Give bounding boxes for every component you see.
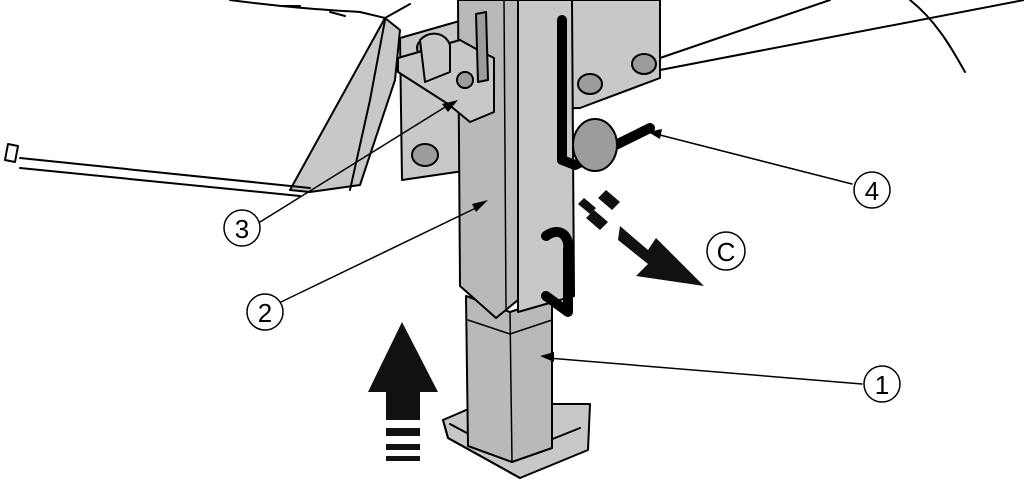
bolt-icon (631, 53, 657, 75)
inner-support-tube (465, 295, 553, 463)
callout-1-label: 1 (875, 370, 889, 400)
callout-4: 4 (853, 171, 891, 209)
callout-4-label: 4 (865, 176, 879, 206)
locking-pin (397, 11, 495, 123)
callout-1: 1 (863, 365, 901, 403)
callout-c-label: C (717, 237, 736, 267)
lift-arrow-icon (368, 322, 438, 461)
callout-3: 3 (223, 209, 261, 247)
crank-handle (541, 15, 655, 317)
bolt-icon (577, 73, 603, 95)
callout-2: 2 (246, 293, 284, 331)
bolt-icon (411, 143, 439, 167)
callout-3-label: 3 (235, 214, 249, 244)
direction-c-arrow-icon (578, 190, 704, 286)
leader-lines (259, 100, 863, 385)
callout-c: C (706, 231, 746, 271)
callout-2-label: 2 (258, 298, 272, 328)
